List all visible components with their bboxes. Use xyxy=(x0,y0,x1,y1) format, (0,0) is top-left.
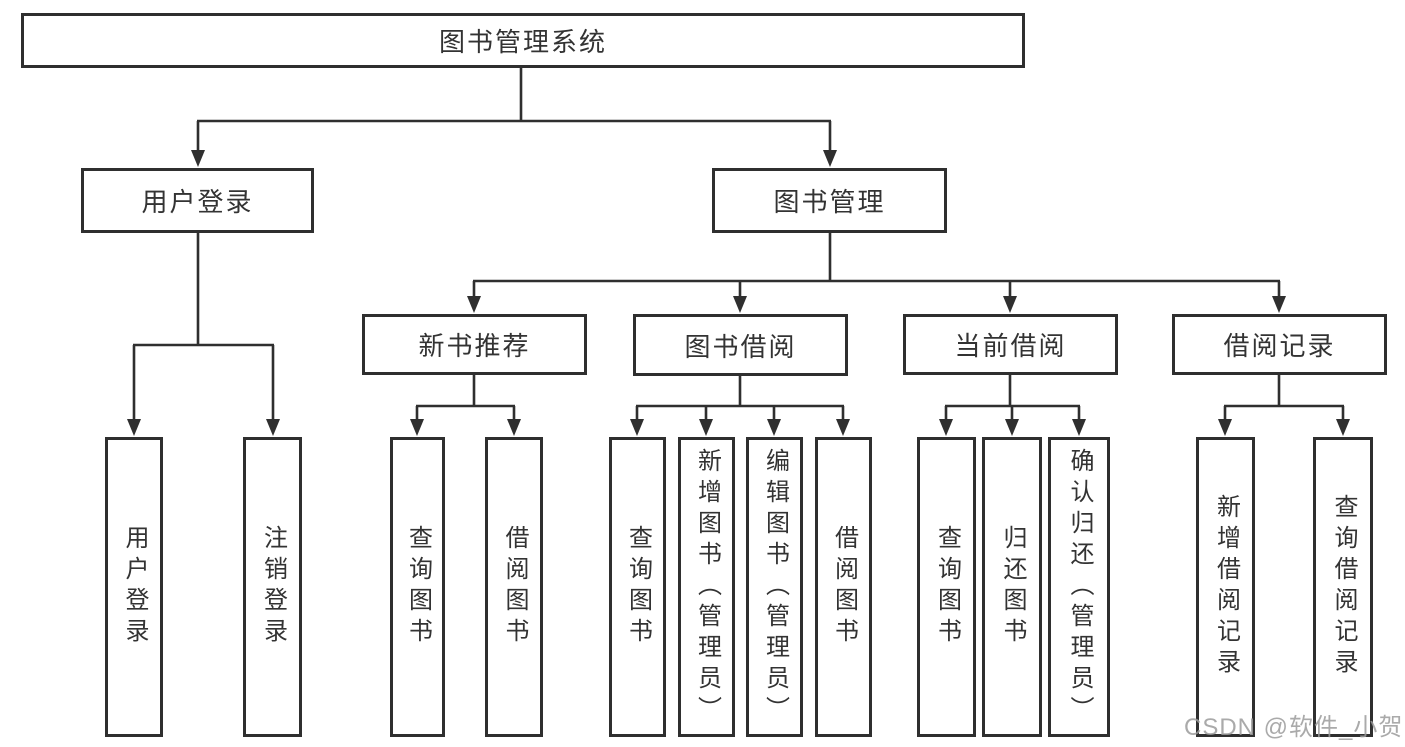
leaf-br-add-record: 新增借阅记录 xyxy=(1196,437,1255,737)
leaf-nbr-borrow-book: 借阅图书 xyxy=(485,437,543,737)
leaf-bb-add-book-admin: 新增图书（管理员） xyxy=(678,437,735,737)
leaf-cb-confirm-return-admin: 确认归还（管理员） xyxy=(1048,437,1110,737)
node-new-book-recommend: 新书推荐 xyxy=(362,314,587,375)
connector-root-to-level2 xyxy=(191,68,837,167)
watermark: CSDN @软件_小贺同学 xyxy=(1184,714,1405,741)
node-user-login: 用户登录 xyxy=(81,168,314,233)
connector-user-login-to-leaves xyxy=(127,233,280,436)
leaf-logout: 注销登录 xyxy=(243,437,302,737)
connector-book-mgmt-to-level3 xyxy=(467,233,1286,313)
leaf-bb-query-book: 查询图书 xyxy=(609,437,666,737)
leaf-nbr-query-book: 查询图书 xyxy=(390,437,445,737)
leaf-user-login: 用户登录 xyxy=(105,437,163,737)
node-current-borrow: 当前借阅 xyxy=(903,314,1118,375)
leaf-cb-query-book: 查询图书 xyxy=(917,437,976,737)
connector-new-book-recommend-to-leaves xyxy=(410,375,521,436)
connector-book-borrow-to-leaves xyxy=(630,375,850,436)
leaf-cb-return-book: 归还图书 xyxy=(982,437,1042,737)
leaf-bb-borrow-book: 借阅图书 xyxy=(815,437,872,737)
leaf-br-query-record: 查询借阅记录 xyxy=(1313,437,1373,737)
node-book-management: 图书管理 xyxy=(712,168,947,233)
connector-borrow-records-to-leaves xyxy=(1218,375,1350,436)
node-borrow-records: 借阅记录 xyxy=(1172,314,1387,375)
connector-current-borrow-to-leaves xyxy=(939,375,1086,436)
node-root: 图书管理系统 xyxy=(21,13,1025,68)
node-book-borrow: 图书借阅 xyxy=(633,314,848,376)
leaf-bb-edit-book-admin: 编辑图书（管理员） xyxy=(746,437,803,737)
